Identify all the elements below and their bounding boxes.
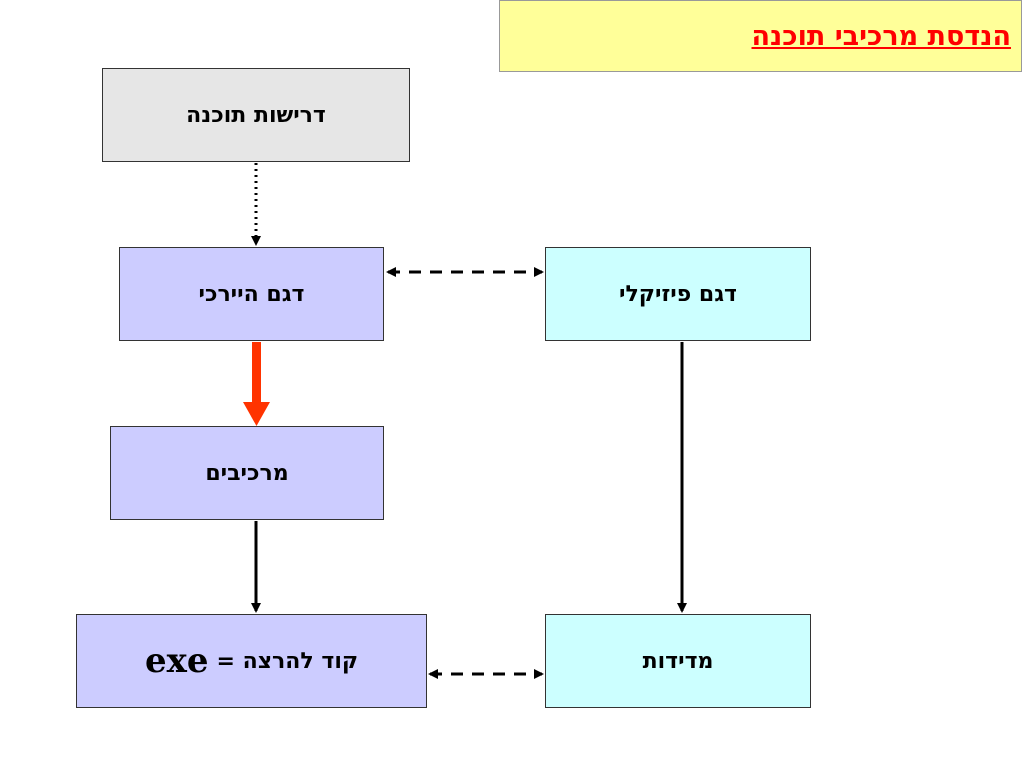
node-software-requirements: דרישות תוכנה [102,68,410,162]
node-label: מרכיבים [205,460,289,486]
node-physical-model: דגם פיזיקלי [545,247,811,341]
title-banner: הנדסת מרכיבי תוכנה [499,0,1022,72]
node-label: מדידות [642,648,714,674]
run-code-text: קוד להרצה = exe [145,641,358,681]
arrow-hierarchical-to-components [243,342,270,426]
node-label: דגם היירכי [198,281,305,307]
node-run-code: קוד להרצה = exe [76,614,427,708]
run-code-label: קוד להרצה = [216,648,359,674]
node-label: דגם פיזיקלי [619,281,737,307]
node-components: מרכיבים [110,426,384,520]
page-title: הנדסת מרכיבי תוכנה [751,20,1012,52]
node-label: דרישות תוכנה [186,102,326,128]
node-measurements: מדידות [545,614,811,708]
run-code-exe: exe [144,641,209,681]
node-hierarchical-model: דגם היירכי [119,247,384,341]
